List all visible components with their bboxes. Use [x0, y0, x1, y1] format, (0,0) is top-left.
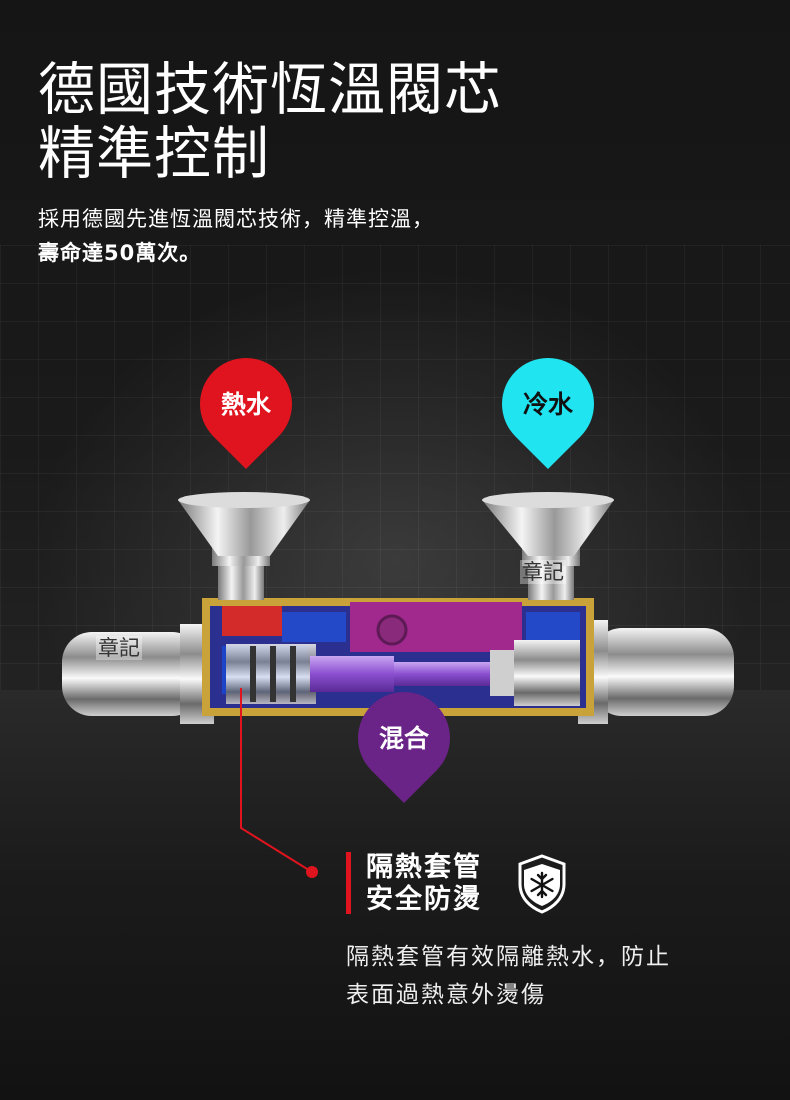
callout-line	[240, 688, 318, 878]
feature-description-line-1: 隔熱套管有效隔離熱水，防止	[346, 944, 671, 970]
subheadline-line-2: 壽命達50萬次。	[38, 241, 202, 265]
feature-description: 隔熱套管有效隔離熱水，防止 表面過熱意外燙傷	[346, 938, 671, 1014]
watermark: 章記	[520, 560, 566, 584]
cold-inlet	[482, 492, 614, 600]
headline-line-2: 精準控制	[38, 121, 270, 187]
mixed-water-label: 混合	[378, 724, 429, 753]
snowflake-shield-icon	[518, 854, 566, 914]
hot-inlet	[178, 492, 310, 600]
cold-water-label: 冷水	[522, 390, 573, 419]
feature-title-line-1: 隔熱套管	[366, 852, 482, 883]
feature-title-line-2: 安全防燙	[366, 884, 482, 915]
subheadline-line-1: 採用德國先進恆溫閥芯技術，精準控溫，	[38, 207, 434, 231]
feature-description-line-2: 表面過熱意外燙傷	[346, 982, 546, 1008]
hot-water-label: 熱水	[220, 390, 271, 419]
feature-accent-bar	[346, 852, 351, 914]
right-handle	[578, 620, 734, 724]
thermostatic-cartridge	[226, 614, 580, 706]
headline-line-1: 德國技術恆溫閥芯	[38, 57, 502, 123]
watermark: 章記	[96, 636, 142, 660]
subheadline: 採用德國先進恆溫閥芯技術，精準控溫， 壽命達50萬次。	[38, 202, 434, 270]
headline: 德國技術恆溫閥芯 精準控制	[38, 58, 502, 186]
feature-title: 隔熱套管 安全防燙	[366, 852, 482, 916]
